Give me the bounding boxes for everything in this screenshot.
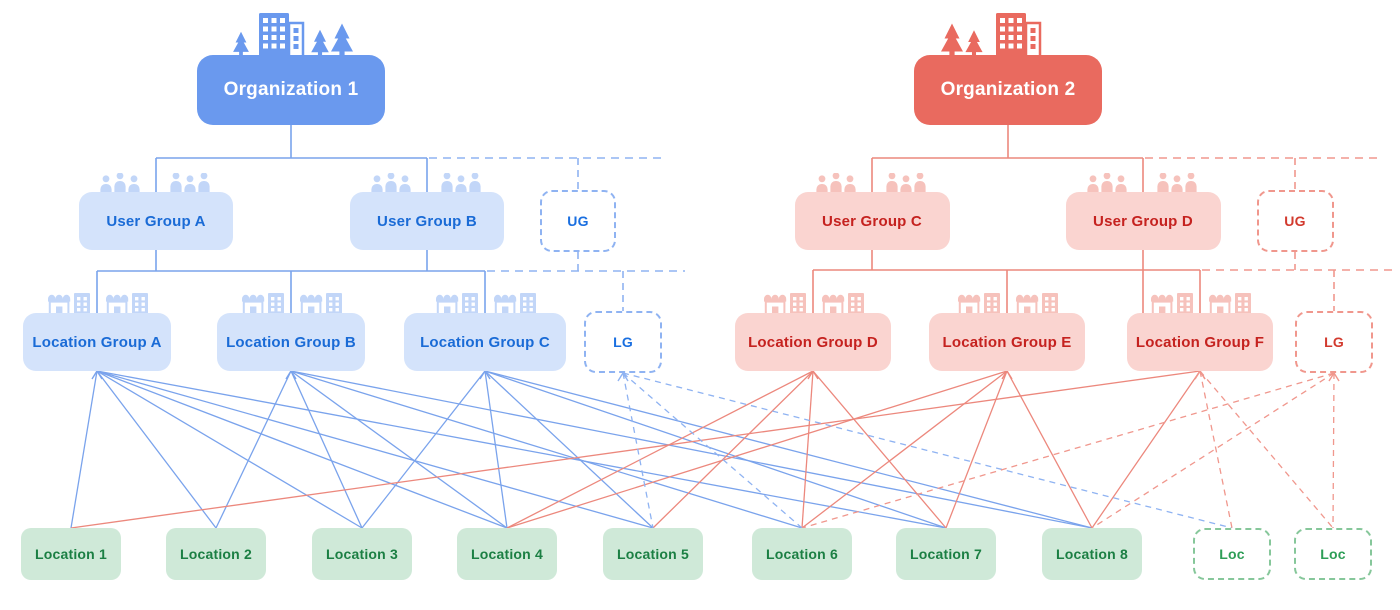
location-7-box: Location 7: [896, 528, 996, 580]
location-8-box: Location 8: [1042, 528, 1142, 580]
location-group-f-box: Location Group F: [1127, 313, 1273, 371]
organization-1-box: Organization 1: [197, 55, 385, 125]
loc-placeholder-box: Loc: [1294, 528, 1372, 580]
user-group-d-box: User Group D: [1065, 192, 1221, 250]
user-group-a-box: User Group A: [79, 192, 233, 250]
organization-2-box: Organization 2: [914, 55, 1102, 125]
location-5-box: Location 5: [603, 528, 703, 580]
location-1-box: Location 1: [21, 528, 121, 580]
location-group-c-box: Location Group C: [404, 313, 566, 371]
location-group-e-box: Location Group E: [929, 313, 1085, 371]
location-group-d-box: Location Group D: [735, 313, 891, 371]
location-2-box: Location 2: [166, 528, 266, 580]
ug-placeholder-box: UG: [540, 190, 616, 252]
ug-placeholder-box: UG: [1256, 190, 1334, 252]
location-4-box: Location 4: [457, 528, 557, 580]
location-6-box: Location 6: [752, 528, 852, 580]
user-group-c-box: User Group C: [794, 192, 950, 250]
loc-placeholder-box: Loc: [1193, 528, 1271, 580]
user-group-b-box: User Group B: [350, 192, 504, 250]
location-group-b-box: Location Group B: [217, 313, 365, 371]
location-group-a-box: Location Group A: [23, 313, 171, 371]
location-3-box: Location 3: [312, 528, 412, 580]
lg-placeholder-box: LG: [584, 311, 662, 373]
lg-placeholder-box: LG: [1295, 311, 1373, 373]
